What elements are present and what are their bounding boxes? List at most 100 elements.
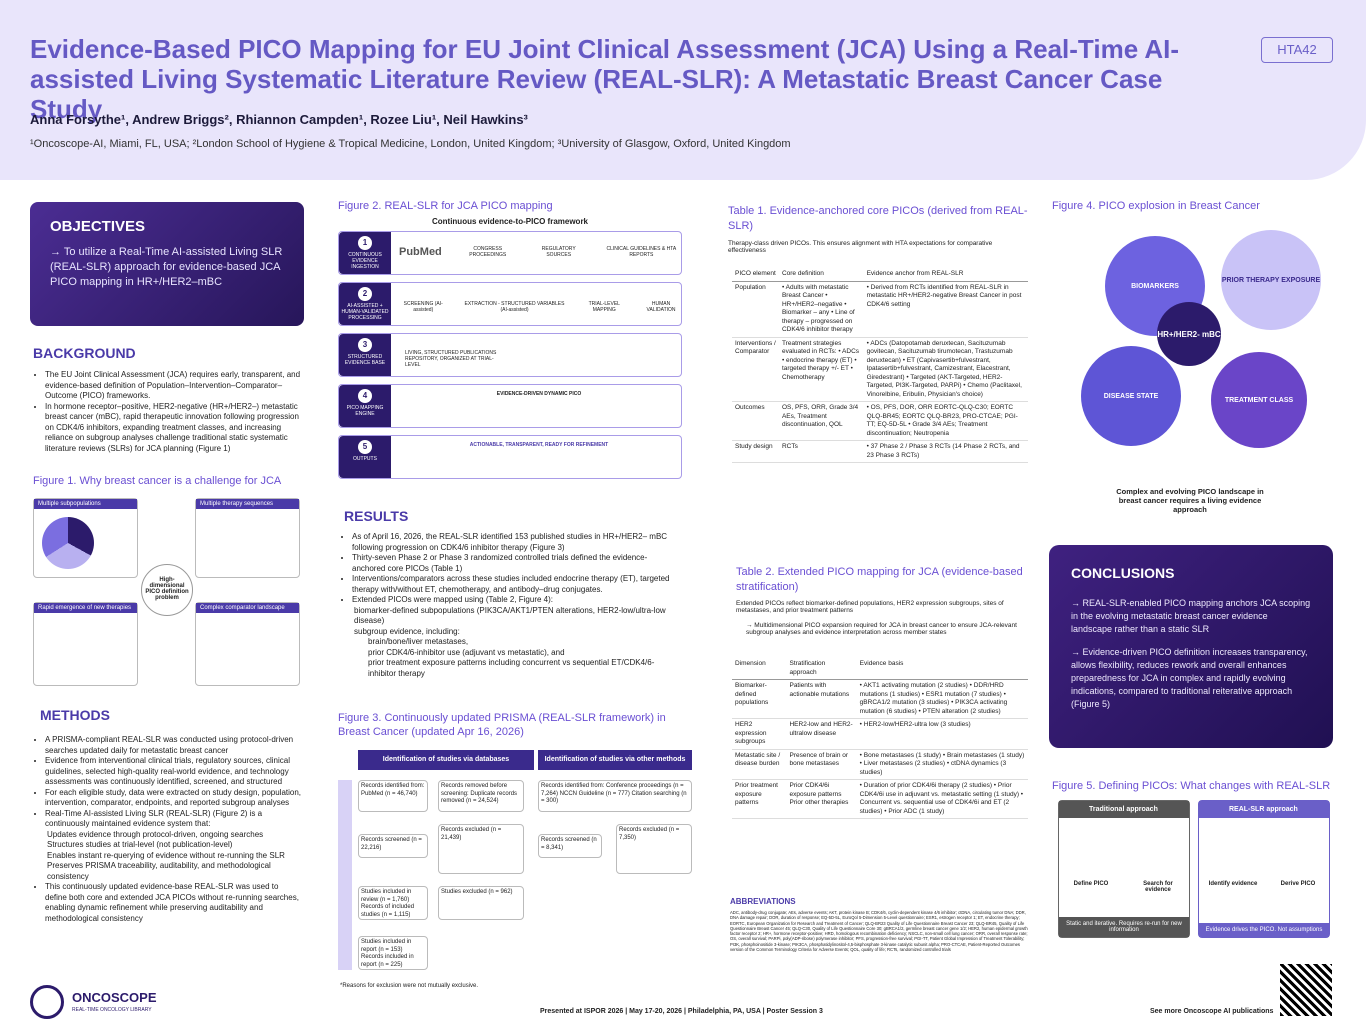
table2-cell: Prior treatment exposure patterns [732, 779, 787, 819]
methods-subitem: Enables instant re-querying of evidence … [47, 850, 285, 860]
source-label: CONGRESS PROCEEDINGS [469, 246, 507, 258]
fig4-title: Figure 4. PICO explosion in Breast Cance… [1052, 200, 1260, 212]
results-item: Thirty-seven Phase 2 or Phase 3 randomiz… [352, 553, 680, 574]
conclusions-heading: CONCLUSIONS [1071, 565, 1175, 581]
abbrev-text: ADC, antibody-drug conjugate; AEs, adver… [730, 910, 1028, 953]
table2-arrow-note: → Multidimensional PICO expansion requir… [746, 622, 1017, 636]
prisma-box: Studies included in review (n = 1,760) R… [358, 886, 428, 920]
table1-cell: • Derived from RCTs identified from REAL… [863, 281, 1028, 338]
source-label: CLINICAL GUIDELINES & HTA REPORTS [606, 246, 677, 258]
fig1-q1: Multiple subpopulations [33, 498, 138, 578]
source-label: REGULATORY SOURCES [541, 246, 576, 258]
prisma-phase-bar [338, 780, 352, 970]
methods-subitem: Preserves PRISMA traceability, auditabil… [47, 861, 271, 881]
results-subsubitem: prior treatment exposure patterns includ… [368, 658, 655, 678]
traditional-foot: Static and iterative. Requires re-run fo… [1059, 917, 1189, 937]
process-label: EXTRACTION - STRUCTURED VARIABLES (AI-as… [464, 301, 565, 313]
table1-head: Core definition [778, 268, 864, 282]
step-label: STRUCTURED EVIDENCE BASE [344, 354, 386, 366]
table2-cell: Metastatic site / disease burden [732, 749, 787, 780]
table1-cell: Study design [732, 440, 779, 463]
objectives-box: OBJECTIVES → To utilize a Real-Time AI-a… [30, 202, 304, 326]
table2-cell: HER2 expression subgroups [732, 718, 787, 750]
logo-subtext: REAL-TIME ONCOLOGY LIBRARY [72, 1007, 152, 1013]
table2-cell: • Bone metastases (1 study) • Brain meta… [856, 749, 1028, 780]
qr-code[interactable] [1280, 964, 1332, 1016]
table2-cell: Prior CDK4/6i exposure patterns Prior ot… [786, 779, 857, 819]
prisma-footnote: *Reasons for exclusion were not mutually… [340, 983, 479, 989]
center-bubble: HR+/HER2- mBC [1157, 302, 1221, 366]
prisma-diagram: Identification of studies via databases … [338, 750, 692, 980]
prisma-box: Records removed before screening: Duplic… [438, 780, 524, 812]
results-item: Interventions/comparators across these s… [352, 574, 680, 595]
table2-cell: • AKT1 activating mutation (2 studies) •… [856, 679, 1028, 719]
fig1-q4-label: Complex comparator landscape [196, 603, 299, 613]
pubmed-logo: PubMed [399, 246, 442, 258]
step-label: PICO MAPPING ENGINE [346, 405, 384, 417]
process-label: SCREENING (AI-assisted) [403, 301, 443, 313]
table2-cell: HER2-low and HER2-ultralow disease [786, 718, 857, 750]
methods-heading: METHODS [40, 707, 110, 723]
fig1-q3-label: Rapid emergence of new therapies [34, 603, 137, 613]
outputs-label: ACTIONABLE, TRANSPARENT, READY FOR REFIN… [469, 442, 609, 448]
table1-cell: Treatment strategies evaluated in RCTs: … [778, 337, 864, 402]
traditional-label: Traditional approach [1059, 801, 1189, 818]
fig1-diagram: Multiple subpopulations Multiple therapy… [33, 498, 301, 688]
methods-item: Evidence from interventional clinical tr… [45, 756, 301, 788]
fig1-center: High-dimensional PICO definition problem [141, 564, 193, 616]
results-subitem: subgroup evidence, including: [354, 626, 460, 636]
methods-subitem: Structures studies at trial-level (not p… [47, 840, 233, 849]
table1-cell: RCTs [778, 440, 864, 463]
define-pico-label: Define PICO [1073, 881, 1109, 887]
objectives-heading: OBJECTIVES [50, 218, 146, 235]
prisma-box: Studies excluded (n = 962) [438, 886, 524, 920]
table2-cell: Biomarker-defined populations [732, 679, 787, 719]
table1-cell: • 37 Phase 2 / Phase 3 RCTs (14 Phase 2 … [863, 440, 1028, 463]
table2-cell: Patients with actionable mutations [786, 679, 857, 719]
methods-subitem: Updates evidence through protocol-driven… [47, 829, 264, 839]
derive-pico-label: Derive PICO [1280, 881, 1316, 887]
prisma-box: Studies included in report (n = 153) Rec… [358, 936, 428, 970]
background-heading: BACKGROUND [33, 345, 136, 361]
fig5-title: Figure 5. Defining PICOs: What changes w… [1052, 780, 1331, 792]
table1-note: Therapy-class driven PICOs. This ensures… [728, 240, 993, 254]
logo-text: ONCOSCOPE [72, 990, 157, 1005]
search-evidence-label: Search for evidence [1143, 881, 1173, 893]
table2-note: Extended PICOs reflect biomarker-defined… [736, 600, 1004, 614]
subpopulation-pie [42, 517, 94, 569]
results-item: As of April 16, 2026, the REAL-SLR ident… [352, 532, 680, 553]
table2-cell: • HER2-low/HER2-ultra low (3 studies) [856, 718, 1028, 750]
abbrev-heading: ABBREVIATIONS [730, 897, 796, 906]
fig4-bubbles: BIOMARKERS PRIOR THERAPY EXPOSURE DISEAS… [1045, 222, 1335, 484]
realslr-panel: REAL-SLR approach Identify evidence Deri… [1198, 800, 1330, 938]
affiliations: ¹Oncoscope-AI, Miami, FL, USA; ²London S… [30, 138, 791, 150]
prisma-box: Records excluded (n = 21,439) [438, 824, 524, 874]
poster-code-badge: HTA42 [1261, 37, 1333, 63]
fig1-q4: Complex comparator landscape [195, 602, 300, 686]
poster-title: Evidence-Based PICO Mapping for EU Joint… [30, 34, 1180, 124]
background-item: In hormone receptor–positive, HER2-negat… [45, 402, 301, 455]
results-list: As of April 16, 2026, the REAL-SLR ident… [340, 532, 680, 679]
table1-cell: Interventions / Comparator [732, 337, 779, 402]
prisma-box: Records screened (n = 8,341) [538, 834, 602, 858]
background-list: The EU Joint Clinical Assessment (JCA) r… [33, 370, 301, 454]
prisma-box: Records excluded (n = 7,350) [616, 824, 692, 874]
results-subitem: biomarker-defined subpopulations (PIK3CA… [354, 605, 666, 626]
fig1-title: Figure 1. Why breast cancer is a challen… [33, 475, 282, 487]
prior-therapy-bubble: PRIOR THERAPY EXPOSURE [1221, 230, 1321, 330]
results-item: Extended PICOs were mapped using (Table … [352, 595, 680, 606]
methods-item: Real-Time AI-assisted Living SLR (REAL-S… [45, 809, 301, 830]
header-band [0, 0, 1366, 180]
methods-list: A PRISMA-compliant REAL-SLR was conducte… [33, 735, 301, 924]
prisma-header-db: Identification of studies via databases [358, 750, 534, 770]
table2-head: Stratification approach [786, 658, 857, 680]
footer-link[interactable]: See more Oncoscope AI publications [1150, 1008, 1274, 1015]
table1-cell: • Adults with metastatic Breast Cancer •… [778, 281, 864, 338]
objectives-text: → To utilize a Real-Time AI-assisted Liv… [50, 246, 283, 288]
realslr-foot: Evidence drives the PICO. Not assumption… [1199, 923, 1329, 937]
prisma-box: Records screened (n = 22,216) [358, 834, 428, 858]
